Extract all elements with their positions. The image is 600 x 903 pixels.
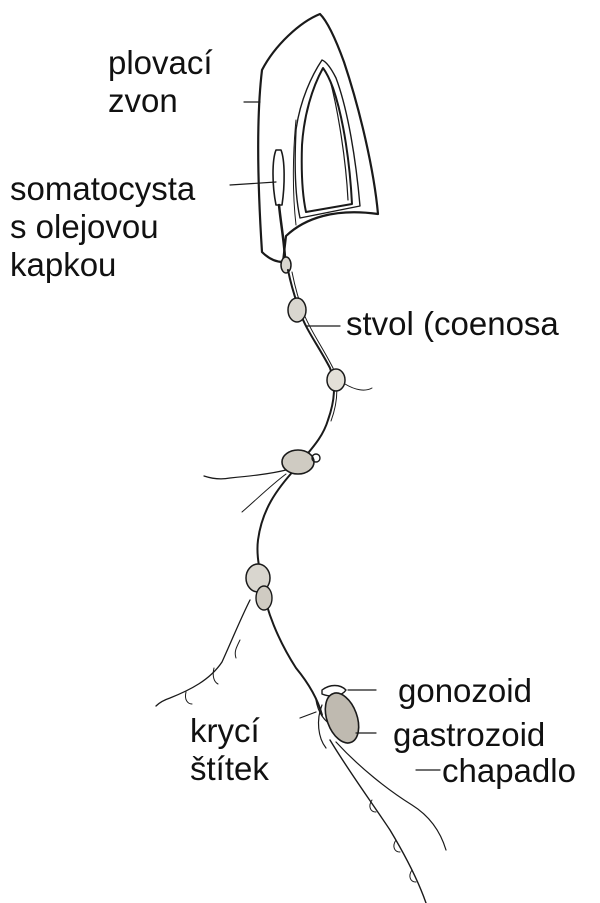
label-plovaci-zvon-line1: plovací <box>108 44 213 82</box>
label-somatocysta-line2: s olejovou <box>10 208 195 246</box>
label-somatocysta-line3: kapkou <box>10 246 195 284</box>
label-plovaci-zvon: plovací zvon <box>108 44 213 120</box>
label-somatocysta: somatocysta s olejovou kapkou <box>10 170 195 284</box>
swimming-bell <box>258 14 378 262</box>
label-kryci-stitek-line1: krycí <box>190 712 269 750</box>
leader-lines <box>230 102 440 770</box>
label-gastrozoid: gastrozoid <box>393 716 545 754</box>
stem-inner-line <box>292 272 337 421</box>
stem <box>257 270 333 715</box>
label-plovaci-zvon-line2: zvon <box>108 82 213 120</box>
label-gonozoid: gonozoid <box>398 672 532 710</box>
cormidia <box>204 298 372 610</box>
label-kryci-stitek-line2: štítek <box>190 750 269 788</box>
lower-cormidium <box>316 686 365 749</box>
label-chapadlo: chapadlo <box>442 752 576 790</box>
label-stvol: stvol (coenosa <box>346 305 600 343</box>
label-somatocysta-line1: somatocysta <box>10 170 195 208</box>
label-kryci-stitek: krycí štítek <box>190 712 269 788</box>
somatocyst <box>273 150 291 273</box>
